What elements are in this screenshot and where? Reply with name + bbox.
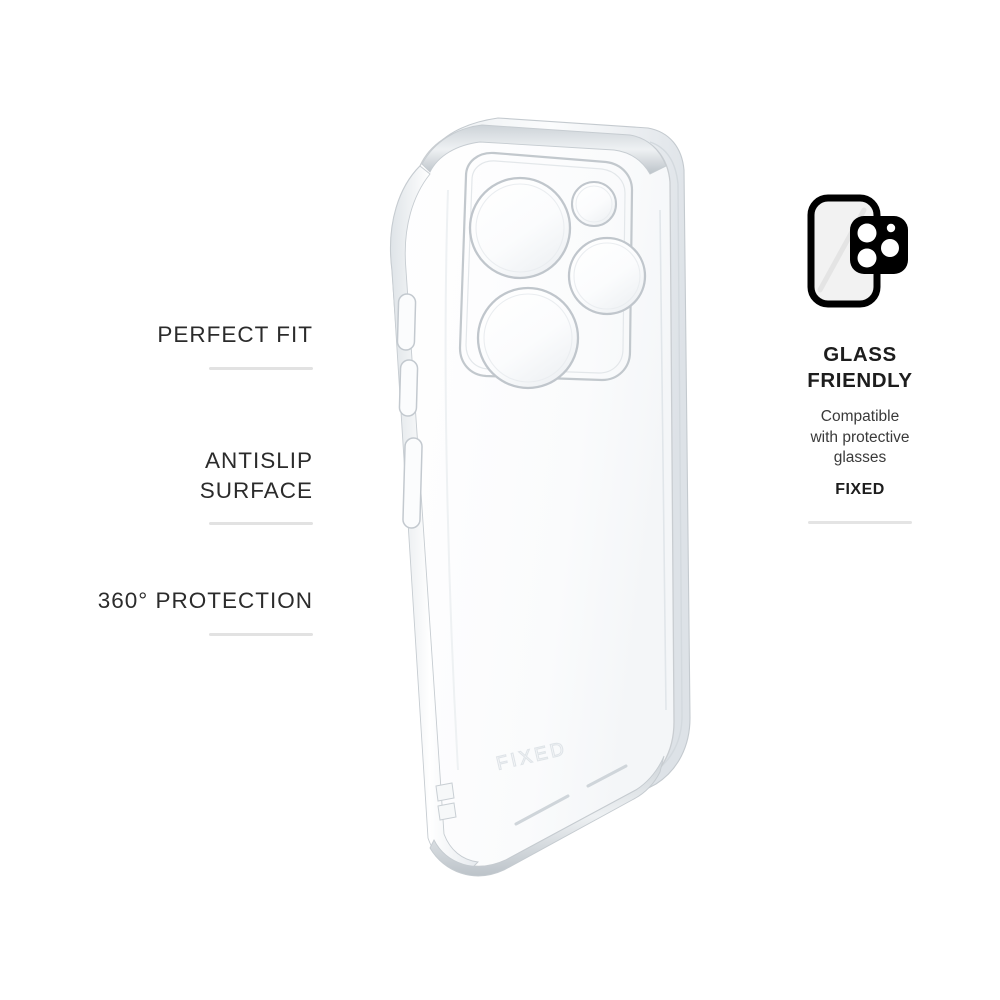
product-photo: FIXED	[330, 70, 750, 910]
phone-case-illustration: FIXED	[389, 117, 691, 877]
lens-cutout-upper-left	[468, 176, 572, 280]
flash-cutout-ring	[575, 185, 613, 223]
feature-label: 360° PROTECTION	[97, 588, 313, 613]
badge-brand: FIXED	[835, 480, 885, 498]
feature-item-perfect-fit: PERFECT FIT	[13, 320, 313, 370]
camera-flash-icon	[886, 223, 896, 233]
lens-cutout-right	[567, 236, 647, 316]
power-button-cutout	[402, 437, 423, 529]
feature-label: PERFECT FIT	[157, 322, 313, 347]
volume-up-button-cutout	[396, 293, 417, 351]
feature-label: ANTISLIP SURFACE	[199, 448, 313, 503]
volume-down-button-cutout	[398, 359, 419, 417]
case-reflection-right	[659, 209, 667, 711]
case-inner-rim-line	[649, 141, 683, 773]
badge-subtitle: Compatible with protective glasses	[810, 408, 910, 466]
case-bottom-lip	[429, 755, 665, 877]
case-top-lip	[421, 124, 667, 175]
camera-cutout-frame	[458, 151, 634, 382]
feature-divider	[209, 366, 313, 370]
camera-lens-top-left-icon	[857, 223, 877, 243]
bottom-port-cutout-right	[586, 764, 628, 788]
camera-cutout-frame-inner	[465, 160, 626, 374]
camera-lens-bottom-left-icon	[857, 248, 877, 268]
badge-divider	[808, 520, 912, 524]
glass-friendly-badge: GLASS FRIENDLY Compatible with protectiv…	[760, 190, 960, 524]
feature-divider	[209, 632, 313, 636]
badge-title: GLASS FRIENDLY	[807, 343, 913, 393]
feature-item-antislip-surface: ANTISLIP SURFACE	[13, 446, 313, 526]
bottom-port-cutout-left	[514, 794, 570, 826]
feature-divider	[209, 522, 313, 526]
flash-cutout	[570, 180, 618, 228]
lens-cutout-right-ring	[573, 242, 641, 310]
feature-item-360-protection: 360° PROTECTION	[13, 586, 313, 636]
lens-cutout-lower-left	[476, 286, 580, 390]
camera-module-icon	[850, 216, 908, 274]
lens-cutout-upper-left-ring	[475, 183, 565, 273]
lens-cutout-lower-left-ring	[483, 293, 573, 383]
bottom-left-notch	[435, 782, 455, 802]
glass-friendly-icon	[807, 194, 908, 308]
camera-lens-right-icon	[881, 239, 899, 257]
bottom-left-notch-2	[437, 802, 457, 821]
case-reflection-left	[444, 189, 459, 771]
